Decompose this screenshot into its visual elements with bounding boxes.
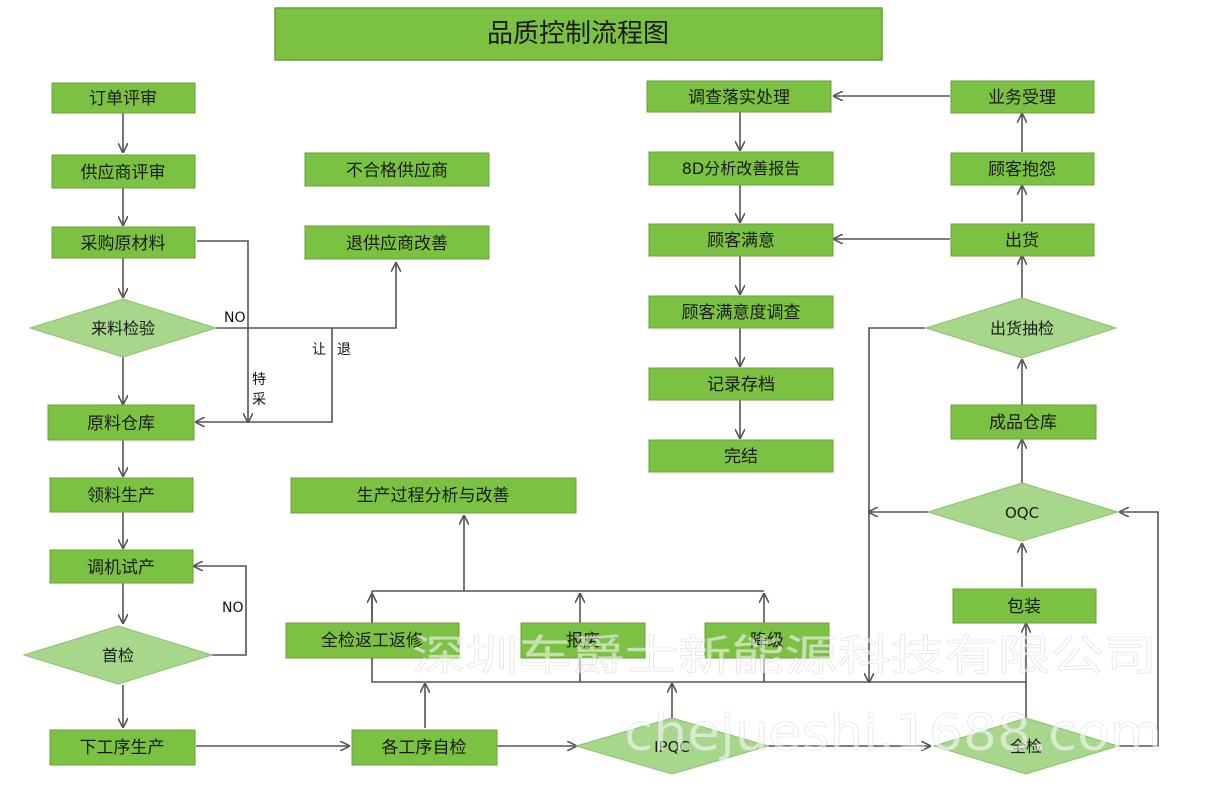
node-next-process: 下工序生产: [49, 729, 196, 766]
node-label: 领料生产: [87, 486, 155, 506]
node-label: 不合格供应商: [346, 161, 448, 181]
node-8d-report: 8D分析改善报告: [648, 151, 834, 186]
node-label: 包装: [1007, 597, 1041, 617]
node-label: 全检: [1010, 737, 1042, 756]
node-label: 成品仓库: [989, 413, 1057, 433]
node-label: 退供应商改善: [346, 234, 448, 254]
node-satisfaction-survey: 顾客满意度调查: [648, 295, 834, 329]
edge-label-no-first: NO: [222, 600, 244, 616]
node-label: 来料检验: [91, 319, 155, 338]
node-self-inspection: 各工序自检: [351, 729, 498, 766]
node-finished-warehouse: 成品仓库: [950, 404, 1097, 440]
node-trial-production: 调机试产: [49, 549, 194, 584]
node-label: 8D分析改善报告: [682, 159, 801, 178]
node-label: 原料仓库: [87, 414, 155, 434]
node-record-archive: 记录存档: [648, 367, 834, 401]
node-shipping-sampling: 出货抽检: [924, 297, 1118, 359]
node-label: 顾客满意: [707, 231, 775, 251]
edge-label-special-2: 采: [252, 392, 266, 408]
node-label: 生产过程分析与改善: [357, 486, 510, 506]
watermark-site: chejueshi.1688.com: [624, 704, 1162, 762]
node-downgrade: 降级: [704, 622, 830, 659]
node-label: 首检: [102, 646, 134, 665]
node-oqc: OQC: [926, 482, 1120, 542]
node-label: 出货: [1005, 231, 1039, 251]
edge-label-concession: 让: [312, 342, 326, 358]
node-label: 顾客抱怨: [988, 160, 1056, 180]
edge-label-no-incoming: NO: [224, 310, 246, 326]
node-incoming-inspection: 来料检验: [28, 298, 218, 358]
node-raw-warehouse: 原料仓库: [47, 404, 195, 441]
node-order-review: 订单评审: [51, 82, 196, 114]
node-ipqc: IPQC: [574, 717, 770, 775]
node-complete: 完结: [648, 439, 834, 473]
node-packaging: 包装: [952, 588, 1097, 624]
node-label: 各工序自检: [382, 738, 467, 758]
node-label: 调查落实处理: [688, 88, 790, 108]
watermark-company: 深圳车爵士新能源科技有限公司: [412, 631, 1157, 680]
node-label: 采购原材料: [81, 234, 166, 254]
edge-label-return: 退: [337, 342, 351, 358]
node-first-inspection: 首检: [22, 625, 214, 685]
node-investigate-handle: 调查落实处理: [646, 80, 832, 113]
node-material-production: 领料生产: [49, 477, 194, 513]
node-label: 业务受理: [988, 88, 1056, 108]
node-label: 顾客满意度调查: [682, 303, 801, 323]
node-scrap: 报废: [520, 622, 646, 659]
node-shipping: 出货: [950, 223, 1095, 257]
node-label: 记录存档: [707, 375, 775, 395]
node-label: 出货抽检: [990, 319, 1054, 338]
node-process-analysis: 生产过程分析与改善: [290, 477, 577, 514]
node-label: 降级: [750, 631, 784, 651]
node-customer-satisfied: 顾客满意: [648, 223, 834, 257]
node-label: IPQC: [654, 738, 690, 756]
node-return-supplier-improve: 退供应商改善: [304, 225, 490, 260]
node-unqualified-supplier: 不合格供应商: [304, 152, 490, 187]
node-label: 下工序生产: [80, 738, 165, 758]
edge-label-special-1: 特: [252, 372, 266, 388]
title-banner: 品质控制流程图: [274, 7, 883, 61]
node-label: 调机试产: [87, 558, 155, 578]
node-label: OQC: [1005, 504, 1039, 522]
node-purchase-raw: 采购原材料: [51, 226, 196, 259]
node-label: 全检返工返修: [321, 631, 423, 651]
node-label: 完结: [724, 447, 758, 467]
node-customer-complaint: 顾客抱怨: [950, 152, 1095, 186]
node-label: 供应商评审: [81, 163, 166, 183]
node-supplier-review: 供应商评审: [51, 154, 196, 189]
node-full-rework: 全检返工返修: [285, 622, 460, 659]
node-label: 报废: [566, 631, 600, 651]
node-business-acceptance: 业务受理: [950, 80, 1095, 114]
page-title: 品质控制流程图: [487, 19, 669, 49]
node-full-inspection: 全检: [932, 717, 1120, 775]
node-label: 订单评审: [89, 89, 157, 109]
